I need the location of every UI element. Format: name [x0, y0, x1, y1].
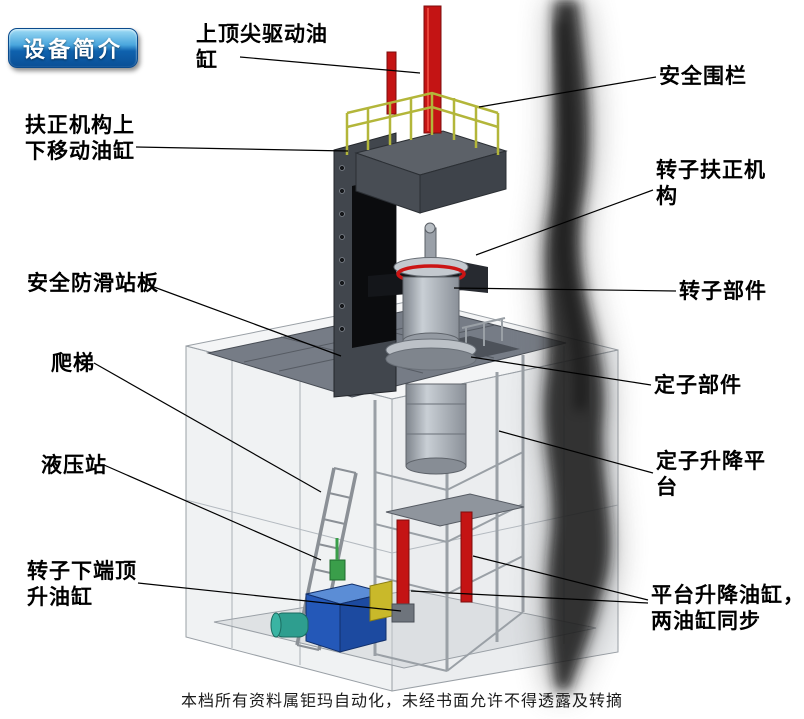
leader-centering-move-cylinder — [135, 146, 349, 152]
leader-hydraulic-station — [103, 464, 322, 561]
column-bolts — [339, 165, 345, 332]
label-stator-lift-platform: 定子升降平 台 — [656, 450, 766, 499]
label-centering-move-cylinder: 扶正机构上 下移动油缸 — [25, 114, 135, 163]
leader-rotor-bottom-cylinder — [137, 582, 402, 612]
hydraulic-valve — [329, 559, 346, 581]
press-column-slot — [352, 176, 396, 348]
stator-part — [405, 383, 467, 475]
top-drive-cylinder-secondary — [386, 51, 397, 115]
lift-cylinder-right — [460, 511, 473, 603]
leader-stator-part — [470, 356, 652, 386]
label-rotor-part: 转子部件 — [679, 280, 767, 303]
leader-antislip-board — [142, 282, 342, 357]
label-antislip-board: 安全防滑站板 — [27, 272, 159, 295]
hydraulic-yellow-block — [369, 580, 393, 622]
hydraulic-station — [270, 538, 393, 653]
footer-copyright: 本档所有资料属钜玛自动化，未经书面允许不得透露及转摘 — [180, 693, 623, 710]
leader-platform-cylinder-2 — [410, 590, 649, 604]
rotor-bottom-jack-base — [391, 603, 415, 623]
leader-platform-cylinder-1 — [472, 555, 649, 601]
label-platform-lift-cylinder: 平台升降油缸， 两油缸同步 — [651, 584, 804, 633]
leader-stator-lift-platform — [498, 430, 654, 474]
leader-rotor-part — [453, 287, 677, 292]
rotor-part — [368, 222, 488, 371]
stator-lift-platform — [385, 493, 525, 527]
label-rotor-centering-mech: 转子扶正机 构 — [656, 159, 766, 208]
leader-lines — [93, 56, 677, 612]
ink-smudge — [534, 0, 620, 695]
label-rotor-bottom-cylinder: 转子下端顶 升油缸 — [27, 560, 137, 609]
safety-fence — [345, 91, 500, 155]
title-badge: 设备简介 — [8, 28, 138, 68]
head-assembly — [354, 130, 508, 214]
label-top-drive-cylinder: 上顶尖驱动油 缸 — [196, 23, 328, 72]
leader-ladder — [93, 362, 322, 493]
lift-cylinder-left — [396, 519, 410, 619]
label-stator-part: 定子部件 — [654, 374, 742, 397]
rotor-body — [402, 276, 460, 342]
label-ladder: 爬梯 — [51, 352, 95, 375]
leader-top-drive-cylinder — [239, 56, 421, 74]
label-safety-fence: 安全围栏 — [659, 65, 747, 88]
platform-lift-cylinders — [396, 511, 473, 619]
leader-safety-fence — [478, 76, 657, 108]
label-hydraulic-station: 液压站 — [41, 454, 107, 477]
title-badge-label: 设备简介 — [22, 37, 123, 62]
lift-frame — [373, 355, 525, 672]
leader-rotor-centering — [475, 189, 654, 256]
